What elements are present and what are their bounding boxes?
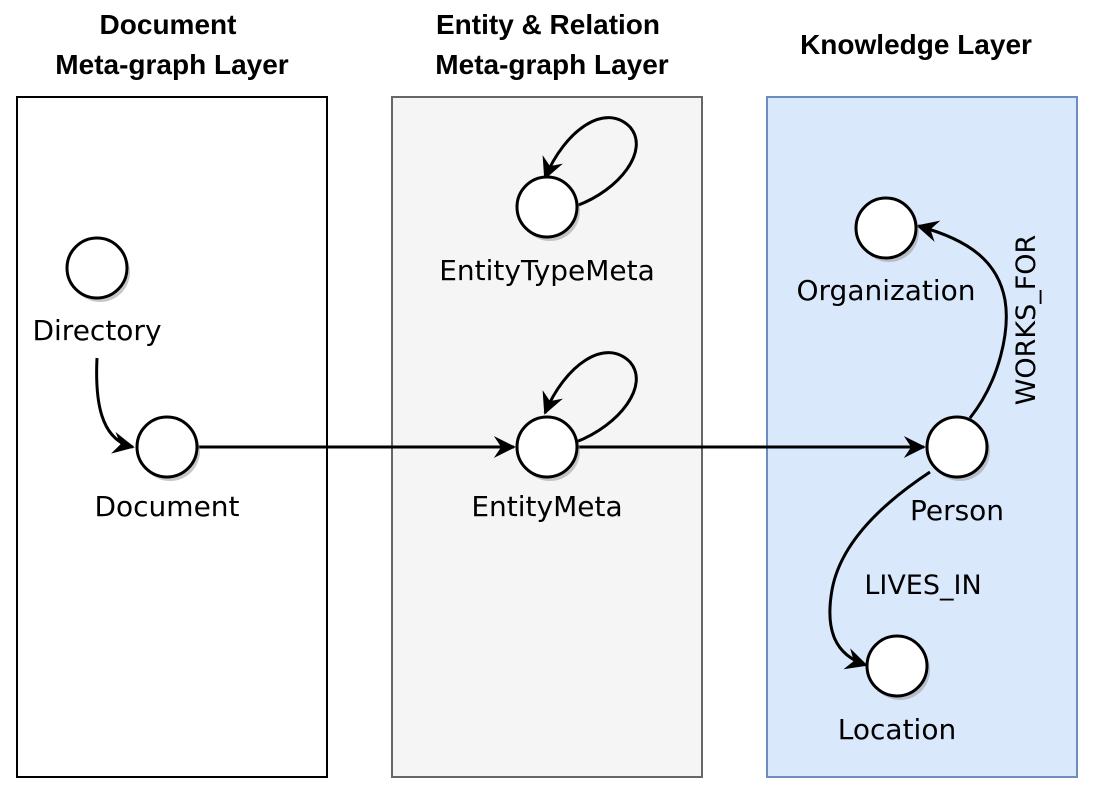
organization-label: Organization: [796, 274, 975, 307]
location-label: Location: [838, 713, 956, 746]
entity-meta-node[interactable]: [515, 415, 580, 481]
organization-node[interactable]: [854, 196, 919, 262]
person-label: Person: [910, 494, 1004, 527]
directory-node[interactable]: [65, 236, 130, 302]
edge-person-works-for-organization: [916, 220, 1008, 419]
document-layer-title-line2: Meta-graph Layer: [55, 49, 288, 80]
document-layer-title-line1: Document: [100, 9, 237, 40]
entity-meta-label: EntityMeta: [471, 490, 622, 523]
location-node[interactable]: [865, 634, 930, 700]
person-node[interactable]: [925, 415, 990, 481]
entity-type-meta-node[interactable]: [515, 175, 580, 241]
edge-entitytypemeta-self-loop: [542, 116, 638, 208]
lives-in-label: LIVES_IN: [864, 570, 981, 601]
document-label: Document: [94, 490, 239, 523]
entity-type-meta-label: EntityTypeMeta: [439, 254, 655, 287]
works-for-label: WORKS_FOR: [1011, 235, 1042, 406]
edge-entitymeta-self-loop: [542, 351, 638, 444]
entity-layer-title-line1: Entity & Relation: [436, 9, 660, 40]
edge-directory-to-document: [95, 357, 135, 454]
document-node[interactable]: [135, 415, 200, 481]
directory-label: Directory: [32, 314, 161, 347]
knowledge-layer-title: Knowledge Layer: [800, 29, 1032, 60]
edge-person-lives-in-location: [828, 470, 931, 670]
entity-layer-title-line2: Meta-graph Layer: [435, 49, 668, 80]
